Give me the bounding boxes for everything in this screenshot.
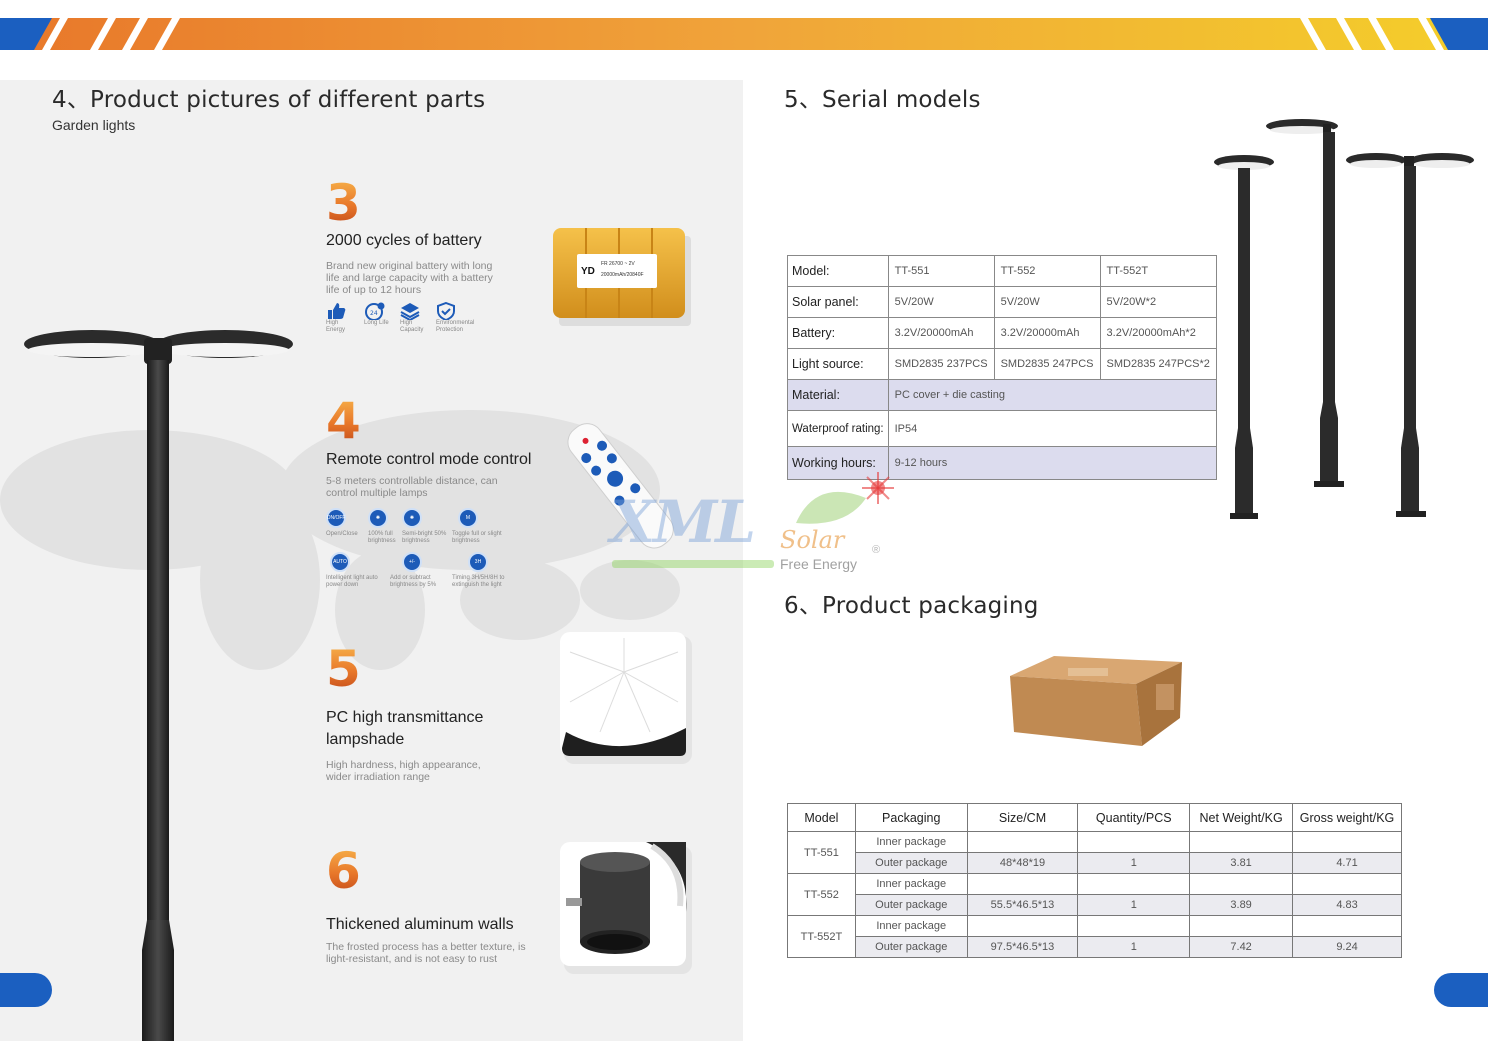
table-row: Outer package 97.5*46.5*13 1 7.42 9.24 xyxy=(788,936,1402,958)
feature-desc-remote: 5-8 meters controllable distance, can co… xyxy=(326,475,498,499)
section-subtitle: Garden lights xyxy=(52,117,136,133)
table-row: TT-551 Inner package xyxy=(787,831,1402,874)
thumbs-up-icon xyxy=(328,303,346,319)
feature-number-6: 6 xyxy=(326,842,361,900)
section-title-parts: 4、Product pictures of different parts xyxy=(52,87,486,113)
table-row: Light source: SMD2835 237PCS SMD2835 247… xyxy=(787,348,1217,380)
table-row: Waterproof rating: IP54 xyxy=(787,410,1217,447)
garden-light-image xyxy=(24,330,293,1041)
feature-desc-battery: Brand new original battery with long lif… xyxy=(326,260,493,296)
shield-check-icon xyxy=(437,302,455,320)
high-energy-item: High Energy xyxy=(326,302,364,334)
high-capacity-item: High Capacity xyxy=(400,302,436,334)
mode-m-icon: M xyxy=(458,508,478,528)
svg-text:24: 24 xyxy=(370,310,378,317)
table-row: Material: PC cover + die casting xyxy=(787,379,1217,411)
sun-full-icon: ✺ xyxy=(368,508,388,528)
feature-title-lampshade: PC high transmittance lampshade xyxy=(326,709,484,748)
remote-control-image: AUTO xyxy=(560,415,680,555)
half-brightness-item: ✺Semi-bright 50% brightness xyxy=(402,508,450,545)
clock-24-icon: 24 xyxy=(365,302,385,320)
table-row: TT-552 Inner package xyxy=(787,873,1402,916)
feature-title-aluminum: Thickened aluminum walls xyxy=(326,916,514,933)
timer-icon: 3H xyxy=(468,552,488,572)
feature-desc-lampshade: High hardness, high appearance, wider ir… xyxy=(326,759,481,783)
table-row: Solar panel: 5V/20W 5V/20W 5V/20W*2 xyxy=(787,286,1217,318)
battery-icons: High Energy 24 Long Life High Capacity E… xyxy=(326,302,480,334)
serial-models-image xyxy=(1214,119,1474,519)
left-panel: 4、Product pictures of different parts Ga… xyxy=(0,80,743,1041)
layers-icon xyxy=(400,303,420,320)
table-row: TT-552T Inner package xyxy=(787,915,1402,958)
environmental-protection-item: Environmental Protection xyxy=(436,302,480,334)
feature-desc-aluminum: The frosted process has a better texture… xyxy=(326,941,526,965)
power-icon: ON/OFF xyxy=(326,508,346,528)
page-tab-right xyxy=(1434,973,1488,1007)
table-row: Model: TT-551 TT-552 TT-552T xyxy=(787,255,1217,287)
plus-minus-item: +/-Add or subtract brightness by 5% xyxy=(390,552,446,589)
full-brightness-item: ✺100% full brightness xyxy=(368,508,402,545)
serial-models-table: Model: TT-551 TT-552 TT-552T Solar panel… xyxy=(787,255,1217,480)
feature-number-4: 4 xyxy=(326,392,361,450)
packaging-table: Model Packaging Size/CM Quantity/PCS Net… xyxy=(787,803,1402,958)
section-title-serial: 5、Serial models xyxy=(784,87,981,113)
table-row: Outer package 55.5*46.5*13 1 3.89 4.83 xyxy=(788,894,1402,916)
long-life-item: 24 Long Life xyxy=(364,302,400,334)
carton-box-image xyxy=(1010,656,1182,746)
auto-icon: AUTO xyxy=(330,552,350,572)
plus-minus-icon: +/- xyxy=(402,552,422,572)
section-title-packaging: 6、Product packaging xyxy=(784,593,1039,619)
header-banner xyxy=(0,18,1488,50)
feature-number-5: 5 xyxy=(326,640,361,698)
feature-number-3: 3 xyxy=(326,174,361,232)
table-row: Model Packaging Size/CM Quantity/PCS Net… xyxy=(787,803,1402,832)
feature-title-battery: 2000 cycles of battery xyxy=(326,232,482,249)
aluminum-wall-image xyxy=(560,842,692,974)
battery-pack-image: YD FR 26700 ~ 2V 20000mAh/20840F xyxy=(553,228,693,328)
table-row: Outer package 48*48*19 1 3.81 4.71 xyxy=(788,852,1402,874)
feature-title-remote: Remote control mode control xyxy=(326,451,532,468)
sun-half-icon: ✺ xyxy=(402,508,422,528)
table-row: Working hours: 9-12 hours xyxy=(787,446,1217,480)
page-tab-left xyxy=(0,973,52,1007)
table-row: Battery: 3.2V/20000mAh 3.2V/20000mAh 3.2… xyxy=(787,317,1217,349)
lampshade-image xyxy=(560,632,692,764)
